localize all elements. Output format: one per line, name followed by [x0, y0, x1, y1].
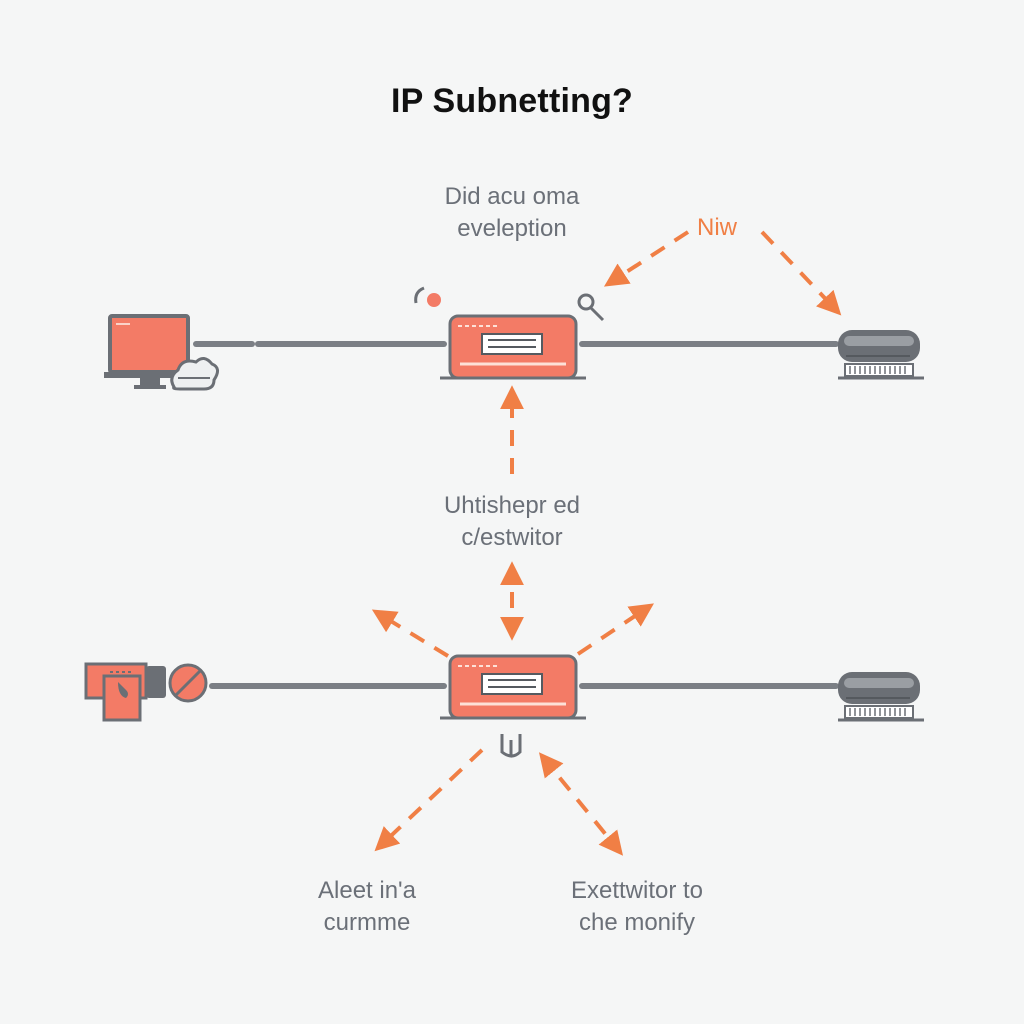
- top-caption: Did acu oma eveleption: [392, 181, 632, 245]
- bottom-left-caption-line2: curmme: [323, 909, 411, 936]
- diagram-title: IP Subnetting?: [390, 82, 634, 120]
- plug-icon: [500, 734, 522, 758]
- arrow-niw-to-server: [760, 230, 842, 316]
- router-icon-bottom: [440, 654, 586, 720]
- arrow-down-left: [374, 748, 484, 852]
- arrow-up-left: [371, 609, 450, 658]
- phone-icon: [84, 662, 166, 722]
- computer-icon: [104, 314, 198, 389]
- middle-caption-line1: Uhtishepr ed: [443, 492, 581, 519]
- cloud-icon: [170, 357, 219, 391]
- blocked-icon: [168, 663, 208, 703]
- bottom-right-caption-line1: Exettwitor to: [570, 877, 704, 904]
- arrow-niw-to-router: [603, 230, 690, 287]
- server-icon-bottom: [838, 672, 924, 722]
- accent-caption: Niw: [697, 214, 737, 241]
- top-caption-line1: Did acu oma: [444, 183, 580, 210]
- search-icon: [577, 293, 605, 322]
- router-icon-top: [440, 314, 586, 380]
- middle-caption: Uhtishepr ed c/estwitor: [392, 490, 632, 554]
- middle-caption-line2: c/estwitor: [461, 524, 563, 551]
- arrows: [371, 230, 842, 856]
- bottom-left-caption-line1: Aleet in'a: [318, 877, 416, 904]
- bottom-right-caption: Exettwitor to che monify: [527, 875, 747, 939]
- arrow-down-right: [538, 752, 624, 856]
- top-caption-line2: eveleption: [457, 215, 567, 242]
- signal-icon: [414, 286, 441, 307]
- server-icon-top: [838, 330, 924, 380]
- bottom-right-caption-line2: che monify: [578, 909, 696, 936]
- arrow-up-right: [576, 603, 654, 656]
- bottom-left-caption: Aleet in'a curmme: [267, 875, 467, 939]
